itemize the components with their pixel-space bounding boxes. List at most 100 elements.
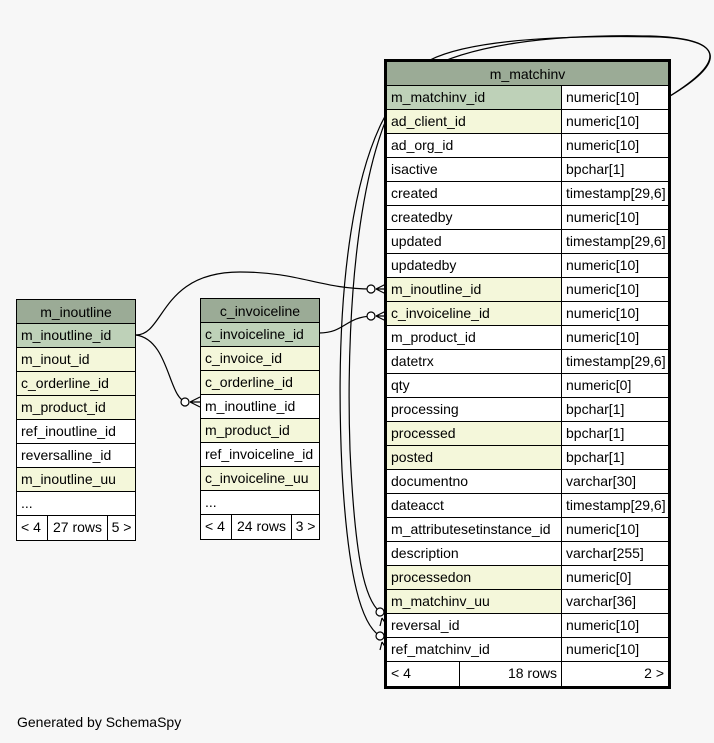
column-type: numeric[10] — [561, 134, 668, 157]
table-title: m_inoutline — [17, 300, 135, 324]
column-name: m_inoutline_id — [17, 324, 135, 347]
column-type: timestamp[29,6] — [561, 350, 668, 373]
table-row[interactable]: m_product_id — [201, 419, 319, 443]
column-name: ref_inoutline_id — [17, 420, 135, 443]
children-link[interactable]: 3 > — [291, 515, 319, 539]
column-name: processing — [387, 398, 561, 421]
edge-inoutline-to-matchinv — [135, 271, 373, 336]
column-name: documentno — [387, 470, 561, 493]
column-name: ... — [17, 492, 135, 515]
column-name: ad_client_id — [387, 110, 561, 133]
column-name: ... — [201, 491, 319, 514]
column-type: varchar[36] — [561, 590, 668, 613]
column-type: timestamp[29,6] — [561, 230, 668, 253]
column-name: m_inoutline_id — [387, 278, 561, 301]
column-name: c_invoiceline_uu — [201, 467, 319, 490]
column-name: dateacct — [387, 494, 561, 517]
table-row[interactable]: m_product_id — [17, 396, 135, 420]
table-row[interactable]: reversalline_id — [17, 444, 135, 468]
column-name: datetrx — [387, 350, 561, 373]
column-type: numeric[10] — [561, 86, 668, 109]
column-type: numeric[10] — [561, 614, 668, 637]
column-type: numeric[10] — [561, 326, 668, 349]
table-row[interactable]: c_invoice_id — [201, 347, 319, 371]
crowfoot-icon — [189, 396, 201, 408]
column-name: c_invoiceline_id — [387, 302, 561, 325]
table-row[interactable]: c_invoiceline_id — [201, 323, 319, 347]
children-link[interactable]: 2 > — [561, 662, 668, 686]
table-footer: < 4 27 rows 5 > — [17, 516, 135, 540]
table-title: c_invoiceline — [201, 299, 319, 323]
table-row[interactable]: m_inoutline_uu — [17, 468, 135, 492]
column-name: qty — [387, 374, 561, 397]
column-name: processed — [387, 422, 561, 445]
edge-end-circle — [366, 311, 376, 321]
column-name: m_inout_id — [17, 348, 135, 371]
column-type: numeric[10] — [561, 206, 668, 229]
parents-link[interactable]: < 4 — [17, 516, 47, 540]
column-type: bpchar[1] — [561, 398, 668, 421]
edge-end-circle — [180, 397, 190, 407]
table-row[interactable]: c_orderline_id — [17, 372, 135, 396]
table-row[interactable]: ref_inoutline_id — [17, 420, 135, 444]
credit-text: Generated by SchemaSpy — [17, 714, 182, 730]
column-name: reversal_id — [387, 614, 561, 637]
column-type: numeric[10] — [561, 638, 668, 661]
table-row[interactable]: ref_invoiceline_id — [201, 443, 319, 467]
column-type: bpchar[1] — [561, 158, 668, 181]
column-name: m_matchinv_uu — [387, 590, 561, 613]
column-name: c_orderline_id — [17, 372, 135, 395]
column-name: createdby — [387, 206, 561, 229]
column-name: m_product_id — [387, 326, 561, 349]
table-footer: < 4 24 rows 3 > — [201, 515, 319, 539]
column-name: ref_matchinv_id — [387, 638, 561, 661]
column-name: processedon — [387, 566, 561, 589]
column-name: updated — [387, 230, 561, 253]
column-type: varchar[30] — [561, 470, 668, 493]
table-row[interactable]: c_invoiceline_uu — [201, 467, 319, 491]
table-row[interactable]: m_inoutline_id — [17, 324, 135, 348]
table-row[interactable]: m_inout_id — [17, 348, 135, 372]
parents-link[interactable]: < 4 — [201, 515, 231, 539]
column-name: m_inoutline_uu — [17, 468, 135, 491]
table-row[interactable]: c_orderline_id — [201, 371, 319, 395]
edge-end-circle — [375, 607, 385, 617]
column-type: numeric[10] — [561, 278, 668, 301]
column-name: ad_org_id — [387, 134, 561, 157]
children-link[interactable]: 5 > — [107, 516, 135, 540]
column-name: m_product_id — [17, 396, 135, 419]
column-type: timestamp[29,6] — [561, 182, 668, 205]
table-row[interactable]: ... — [17, 492, 135, 516]
column-name: ref_invoiceline_id — [201, 443, 319, 466]
parents-link[interactable]: < 4 — [387, 662, 459, 686]
row-count: 24 rows — [231, 515, 291, 539]
table-row[interactable]: m_inoutline_id — [201, 395, 319, 419]
table-row[interactable]: ... — [201, 491, 319, 515]
